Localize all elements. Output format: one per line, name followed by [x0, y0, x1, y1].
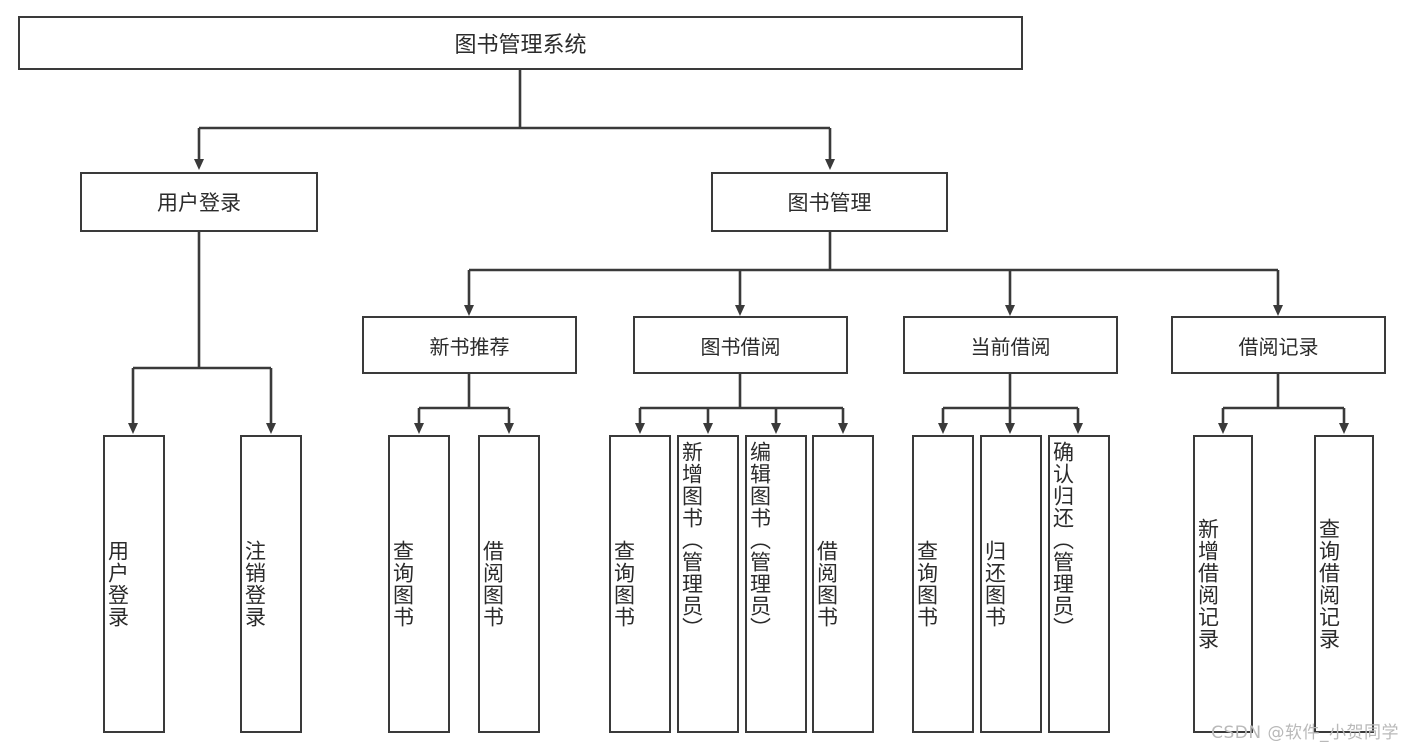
node-leaf-logout-label: 注销登录 — [242, 540, 267, 628]
node-leaf-query-book-2[interactable]: 查询图书 — [609, 435, 671, 733]
node-book-borrow-label: 图书借阅 — [700, 334, 781, 359]
node-leaf-query-book-1-label: 查询图书 — [390, 540, 415, 628]
node-leaf-confirm-return[interactable]: 确认归还（管理员） — [1048, 435, 1110, 733]
node-leaf-borrow-book-1-label: 借阅图书 — [480, 540, 505, 628]
node-current-borrow-label: 当前借阅 — [970, 334, 1051, 359]
node-book-borrow[interactable]: 图书借阅 — [633, 316, 848, 374]
node-leaf-borrow-book-2-label: 借阅图书 — [814, 540, 839, 628]
node-leaf-add-record-label: 新增借阅记录 — [1195, 518, 1220, 650]
node-leaf-query-book-3[interactable]: 查询图书 — [912, 435, 974, 733]
node-leaf-query-record-label: 查询借阅记录 — [1316, 518, 1341, 650]
node-root[interactable]: 图书管理系统 — [18, 16, 1023, 70]
node-book-manage-label: 图书管理 — [787, 191, 872, 215]
node-leaf-add-record[interactable]: 新增借阅记录 — [1193, 435, 1253, 733]
node-new-book-rec[interactable]: 新书推荐 — [362, 316, 577, 374]
node-leaf-user-login[interactable]: 用户登录 — [103, 435, 165, 733]
node-leaf-return-book[interactable]: 归还图书 — [980, 435, 1042, 733]
node-leaf-borrow-book-2[interactable]: 借阅图书 — [812, 435, 874, 733]
node-leaf-query-book-1[interactable]: 查询图书 — [388, 435, 450, 733]
node-user-login[interactable]: 用户登录 — [80, 172, 318, 232]
node-leaf-logout[interactable]: 注销登录 — [240, 435, 302, 733]
node-leaf-query-book-2-label: 查询图书 — [611, 540, 636, 628]
node-leaf-confirm-return-label: 确认归还（管理员） — [1050, 441, 1075, 639]
node-current-borrow[interactable]: 当前借阅 — [903, 316, 1118, 374]
node-leaf-return-book-label: 归还图书 — [982, 540, 1007, 628]
node-leaf-edit-book[interactable]: 编辑图书（管理员） — [745, 435, 807, 733]
node-leaf-edit-book-label: 编辑图书（管理员） — [747, 441, 772, 639]
node-book-manage[interactable]: 图书管理 — [711, 172, 948, 232]
node-new-book-rec-label: 新书推荐 — [429, 334, 510, 359]
node-leaf-add-book[interactable]: 新增图书（管理员） — [677, 435, 739, 733]
node-leaf-query-record[interactable]: 查询借阅记录 — [1314, 435, 1374, 733]
node-borrow-record[interactable]: 借阅记录 — [1171, 316, 1386, 374]
node-borrow-record-label: 借阅记录 — [1238, 334, 1319, 359]
node-leaf-query-book-3-label: 查询图书 — [914, 540, 939, 628]
node-root-label: 图书管理系统 — [454, 33, 587, 58]
node-leaf-user-login-label: 用户登录 — [105, 540, 130, 628]
node-user-login-label: 用户登录 — [157, 191, 241, 215]
node-leaf-borrow-book-1[interactable]: 借阅图书 — [478, 435, 540, 733]
node-leaf-add-book-label: 新增图书（管理员） — [679, 441, 704, 639]
csdn-watermark: CSDN @软件_小贺同学 — [1211, 723, 1399, 743]
